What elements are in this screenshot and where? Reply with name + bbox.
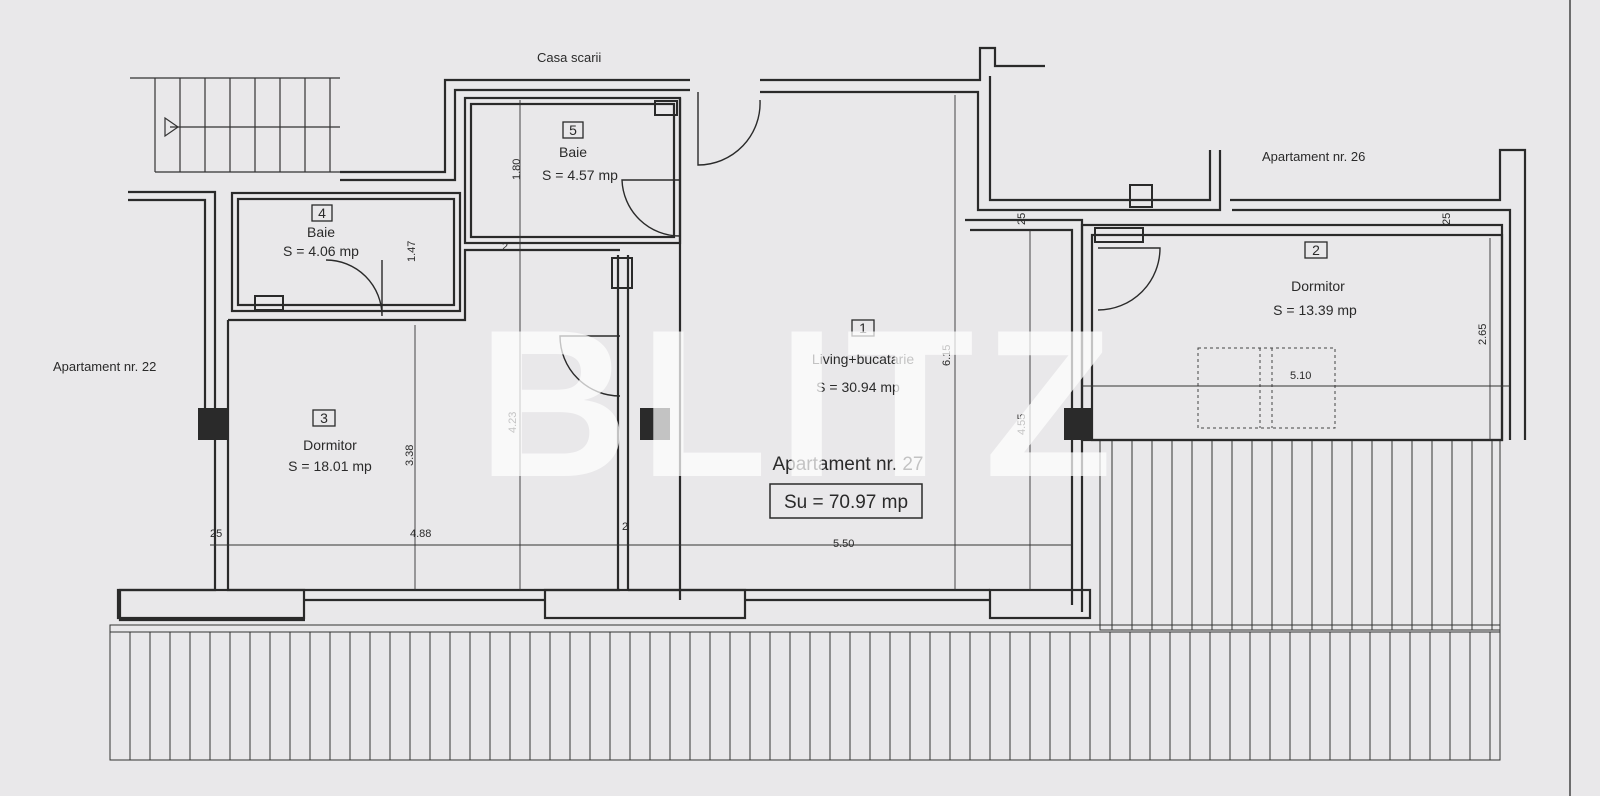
dim-488: 4.88	[410, 528, 431, 540]
total-area-box	[769, 483, 923, 519]
room-5-number: 5	[569, 122, 577, 138]
dim-510: 5.10	[1290, 370, 1311, 382]
terrace-hatching	[109, 439, 1501, 761]
room-2-number: 2	[1312, 242, 1320, 258]
room-2-name: Dormitor	[1291, 278, 1345, 294]
room-5-area: S = 4.57 mp	[542, 167, 618, 183]
dim-25-right: 25	[1441, 213, 1453, 225]
room-3-number-box	[312, 409, 336, 427]
room-4-number: 4	[318, 205, 326, 221]
dim-615: 6.15	[941, 345, 953, 366]
apartment-26-label: Apartament nr. 26	[1262, 149, 1365, 164]
room-5-number-box	[562, 121, 584, 139]
room-5-name: Baie	[559, 144, 587, 160]
staircase	[130, 77, 340, 173]
stairwell-label: Casa scarii	[537, 50, 601, 65]
dim-2-a: 2	[502, 241, 508, 253]
dim-455: 4.55	[1016, 414, 1028, 435]
skylight	[1197, 347, 1336, 429]
walls	[116, 46, 1527, 622]
columns	[198, 100, 1153, 440]
room-2-number-box	[1304, 241, 1328, 259]
room-4-name: Baie	[307, 224, 335, 240]
dim-25-left: 25	[210, 528, 222, 540]
room-1-name: Living+bucatarie	[812, 351, 915, 367]
room-3-name: Dormitor	[303, 437, 357, 453]
dim-423: 4.23	[507, 412, 519, 433]
room-3-area: S = 18.01 mp	[288, 458, 372, 474]
dim-25-mid: 25	[1016, 213, 1028, 225]
room-2-area: S = 13.39 mp	[1273, 302, 1357, 318]
room-1-area: S = 30.94 mp	[816, 379, 900, 395]
dim-265: 2.65	[1477, 324, 1489, 345]
apartment-22-label: Apartament nr. 22	[53, 359, 156, 374]
room-1-number: 1	[859, 320, 867, 336]
apartment-title: Apartament nr. 27	[772, 454, 923, 475]
room-4-number-box	[311, 204, 333, 222]
dim-2-b: 2	[622, 521, 628, 533]
room-1-number-box	[851, 319, 875, 337]
dim-147: 1.47	[406, 241, 418, 262]
dimension-lines	[210, 95, 1510, 590]
dim-180: 1.80	[511, 159, 523, 180]
total-area: Su = 70.97 mp	[784, 492, 908, 513]
doors	[325, 92, 1161, 397]
watermark: BLITZ	[478, 286, 1123, 521]
room-4-area: S = 4.06 mp	[283, 243, 359, 259]
dim-550: 5.50	[833, 538, 854, 550]
dim-338: 3.38	[404, 445, 416, 466]
room-3-number: 3	[320, 410, 328, 426]
